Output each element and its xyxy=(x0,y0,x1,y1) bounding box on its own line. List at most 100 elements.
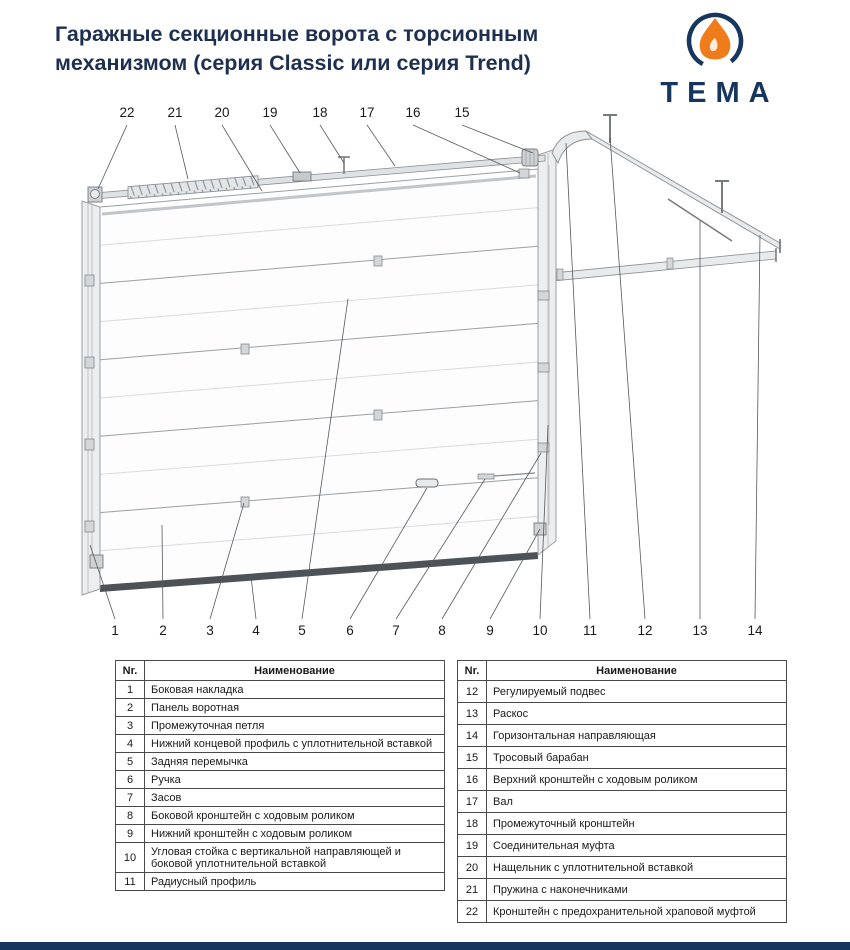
callout-number: 15 xyxy=(454,105,469,120)
cable-drum xyxy=(521,148,539,167)
row-name: Промежуточная петля xyxy=(144,716,445,735)
row-name: Засов xyxy=(144,788,445,807)
row-name: Нащельник с уплотнительной вставкой xyxy=(486,856,787,879)
row-number: 14 xyxy=(457,724,487,747)
row-name: Радиусный профиль xyxy=(144,872,445,891)
table-header-row: Nr. Наименование xyxy=(457,660,787,681)
row-number: 13 xyxy=(457,702,487,725)
table-header-row: Nr. Наименование xyxy=(115,660,445,681)
door-latch xyxy=(477,472,536,480)
brand-logo-text: ТЕМА xyxy=(660,77,779,109)
suspension-hangers xyxy=(603,114,729,213)
callout-number: 7 xyxy=(392,623,400,638)
row-name: Пружина с наконечниками xyxy=(486,878,787,901)
bottom-seal-profile xyxy=(100,552,538,592)
horizontal-track-right xyxy=(551,130,781,253)
row-number: 10 xyxy=(115,842,145,873)
row-name: Боковой кронштейн с ходовым роликом xyxy=(144,806,445,825)
row-number: 20 xyxy=(457,856,487,879)
row-number: 6 xyxy=(115,770,145,789)
callout-number: 13 xyxy=(692,623,707,638)
callout-number: 9 xyxy=(486,623,494,638)
row-number: 12 xyxy=(457,680,487,703)
row-name: Горизонтальная направляющая xyxy=(486,724,787,747)
row-name: Панель воротная xyxy=(144,698,445,717)
callout-number: 4 xyxy=(252,623,260,638)
callout-number: 6 xyxy=(346,623,354,638)
row-number: 7 xyxy=(115,788,145,807)
row-name: Угловая стойка с вертикальной направляющ… xyxy=(144,842,445,873)
panel-hinges xyxy=(240,255,383,508)
callout-number: 11 xyxy=(583,623,597,638)
col-header-nr: Nr. xyxy=(457,660,487,681)
garage-door-diagram: 22 21 20 19 18 17 16 15 1 2 3 4 5 6 7 8 … xyxy=(0,95,850,655)
row-name: Промежуточный кронштейн xyxy=(486,812,787,835)
callout-number: 16 xyxy=(405,105,420,120)
row-name: Боковая накладка xyxy=(144,680,445,699)
row-name: Нижний концевой профиль с уплотнительной… xyxy=(144,734,445,753)
row-name: Тросовый барабан xyxy=(486,746,787,769)
left-frame xyxy=(81,200,104,596)
row-number: 16 xyxy=(457,768,487,791)
callout-number: 5 xyxy=(298,623,306,638)
callout-number: 10 xyxy=(532,623,547,638)
callout-number: 21 xyxy=(167,105,182,120)
door-handle xyxy=(415,478,439,488)
row-number: 11 xyxy=(115,872,145,891)
row-name: Соединительная муфта xyxy=(486,834,787,857)
callout-numbers-top: 22 21 20 19 18 17 16 15 xyxy=(119,105,469,120)
callout-number: 18 xyxy=(312,105,327,120)
callout-number: 12 xyxy=(637,623,652,638)
callout-number: 20 xyxy=(214,105,229,120)
callout-leader-lines xyxy=(89,124,761,620)
col-header-nr: Nr. xyxy=(115,660,145,681)
callout-number: 3 xyxy=(206,623,214,638)
row-name: Вал xyxy=(486,790,787,813)
row-name: Задняя перемычка xyxy=(144,752,445,771)
callout-number: 2 xyxy=(159,623,167,638)
row-name: Регулируемый подвес xyxy=(486,680,787,703)
row-number: 9 xyxy=(115,824,145,843)
row-number: 1 xyxy=(115,680,145,699)
title-line-1: Гаражные секционные ворота с торсионным xyxy=(55,22,539,46)
row-name: Верхний кронштейн с ходовым роликом xyxy=(486,768,787,791)
callout-number: 14 xyxy=(747,623,763,638)
callout-number: 1 xyxy=(111,623,119,638)
row-number: 8 xyxy=(115,806,145,825)
row-number: 3 xyxy=(115,716,145,735)
top-seal-strip xyxy=(101,174,537,216)
row-name: Раскос xyxy=(486,702,787,725)
callout-number: 19 xyxy=(262,105,277,120)
callout-numbers-bottom: 1 2 3 4 5 6 7 8 9 10 11 12 13 14 xyxy=(111,623,763,638)
row-number: 19 xyxy=(457,834,487,857)
row-name: Кронштейн с предохранительной храповой м… xyxy=(486,900,787,923)
callout-number: 8 xyxy=(438,623,446,638)
title-line-2: механизмом (серия Classic или серия Tren… xyxy=(55,50,531,75)
door-panel xyxy=(99,168,539,590)
shaft-coupling xyxy=(292,171,312,182)
row-number: 18 xyxy=(457,812,487,835)
